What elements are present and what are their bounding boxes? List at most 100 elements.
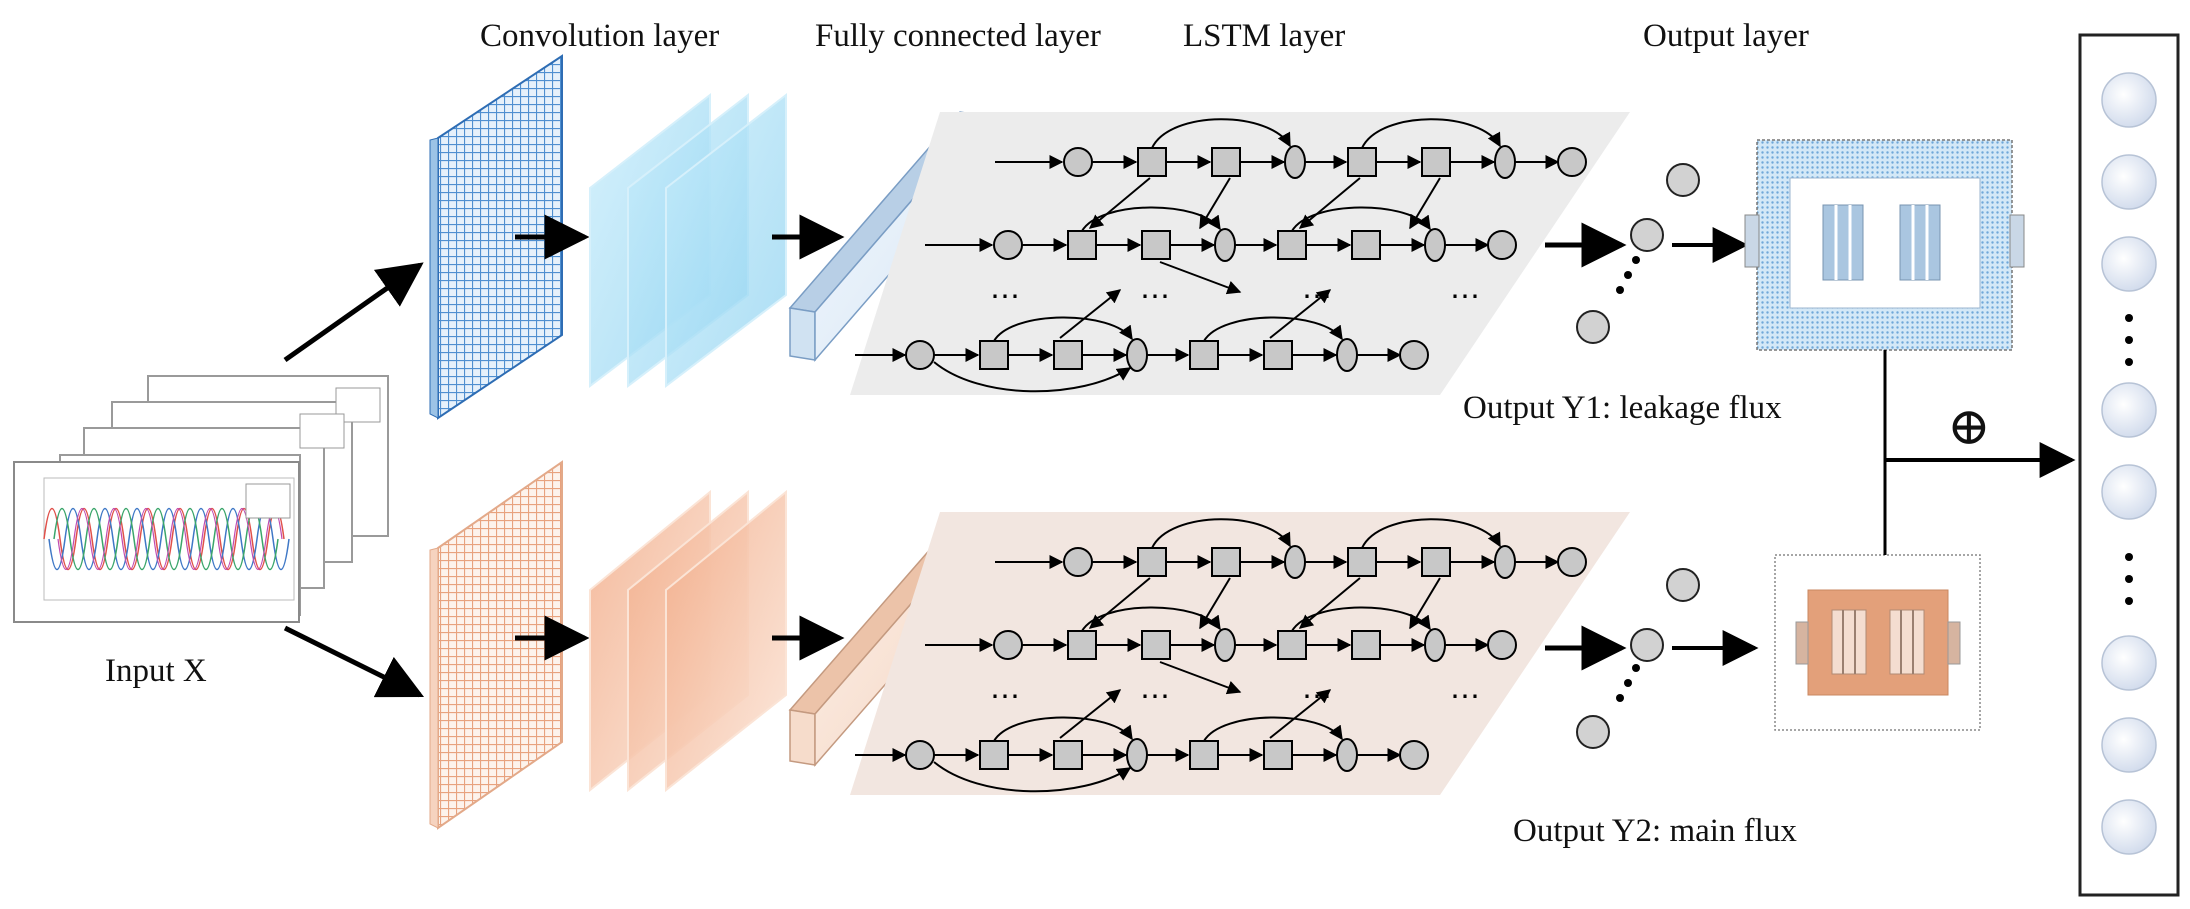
bottom-lstm-input-node-r2 [993,630,1023,660]
input-plot-front [13,461,300,623]
dot [1616,286,1624,294]
top-lstm-ellipsis-2: ⋯ [1140,280,1170,313]
input-to-top-arrow [283,262,424,363]
bottom-lstm-cell-r2-a [1067,630,1097,660]
top-lstm-cell-r1-a [1137,147,1167,177]
top-lstm-ellipsis-1: ⋯ [990,280,1020,313]
top-feature-maps [589,92,787,389]
top-lstm-gate-r3-a [1126,338,1148,372]
dot [1632,664,1640,672]
top-output-neuron-3 [1576,310,1610,344]
top-lstm-panel [850,112,1630,395]
fully-connected-layer-label: Fully connected layer [815,18,1101,54]
output-vector-node-2 [2101,154,2157,210]
top-output-neuron-2 [1630,218,1664,252]
top-lstm-output-node-r3 [1399,340,1429,370]
top-convolution-grid [429,54,563,420]
top-lstm-ellipsis-4: ⋯ [1450,280,1480,313]
bottom-output-neuron-2 [1630,628,1664,662]
top-lstm-gate-r2-a [1214,228,1236,262]
bottom-lstm-gate-r2-b [1424,628,1446,662]
bottom-lstm-gate-r3-a [1126,738,1148,772]
input-to-bottom-arrow [283,625,425,698]
output-vector-node-5 [2101,464,2157,520]
output-vector-node-7 [2101,717,2157,773]
top-lstm-cell-r3-d [1263,340,1293,370]
top-lstm-cell-r3-b [1053,340,1083,370]
top-lstm-gate-r3-b [1336,338,1358,372]
bottom-lstm-cell-r2-d [1351,630,1381,660]
bottom-lstm-output-node-r2 [1487,630,1517,660]
top-lstm-cell-r3-a [979,340,1009,370]
output-vector-node-3 [2101,236,2157,292]
top-lstm-cell-r2-b [1141,230,1171,260]
output-vector-node-1 [2101,72,2157,128]
top-lstm-gate-r1-b [1494,145,1516,179]
top-lstm-gate-r2-b [1424,228,1446,262]
bottom-lstm-input-node-r1 [1063,547,1093,577]
bottom-convolution-grid [429,460,563,830]
top-lstm-cell-r1-d [1421,147,1451,177]
bottom-lstm-ellipsis-4: ⋯ [1450,680,1480,713]
bottom-lstm-output-node-r1 [1557,547,1587,577]
waveform-red [43,507,285,571]
top-output-neuron-1 [1666,163,1700,197]
bottom-lstm-cell-r1-b [1211,547,1241,577]
dot [2125,597,2133,605]
bottom-lstm-panel [850,512,1630,795]
bottom-lstm-ellipsis-1: ⋯ [990,680,1020,713]
input-plot-2-legend [299,413,345,449]
top-lstm-input-node-r3 [905,340,935,370]
waveform-blue [48,507,290,571]
bottom-output-neuron-1 [1666,568,1700,602]
output-vector-node-8 [2101,799,2157,855]
top-lstm-cell-r2-a [1067,230,1097,260]
bottom-lstm-cell-r2-b [1141,630,1171,660]
bottom-lstm-gate-r1-b [1494,545,1516,579]
top-lstm-cell-r2-d [1351,230,1381,260]
plot-legend [245,483,291,519]
sum-symbol: ⊕ [1947,399,1991,456]
bottom-lstm-cell-r1-d [1421,547,1451,577]
top-lstm-cell-r1-b [1211,147,1241,177]
waveform-magenta [57,507,283,571]
bottom-feature-maps [589,489,787,793]
leakage-flux-image [1744,139,2025,351]
bottom-lstm-output-node-r3 [1399,740,1429,770]
convolution-layer-label: Convolution layer [480,18,720,54]
bottom-lstm-gate-r3-b [1336,738,1358,772]
lstm-layer-label: LSTM layer [1183,18,1346,54]
bottom-lstm-cell-r1-c [1347,547,1377,577]
output-vector-node-4 [2101,382,2157,438]
bottom-lstm-cell-r3-a [979,740,1009,770]
top-lstm-gate-r1-a [1284,145,1306,179]
bottom-lstm-cell-r1-a [1137,547,1167,577]
bottom-lstm-ellipsis-2: ⋯ [1140,680,1170,713]
bottom-lstm-cell-r3-d [1263,740,1293,770]
output-vector-node-6 [2101,635,2157,691]
bottom-lstm-gate-r2-a [1214,628,1236,662]
waveform-green [53,507,279,571]
top-lstm-output-node-r2 [1487,230,1517,260]
output-layer-label: Output layer [1643,18,1809,54]
dot [1624,271,1632,279]
dot [2125,314,2133,322]
dot [2125,575,2133,583]
dot [2125,358,2133,366]
input-plot-1-legend [335,387,381,423]
dot [1632,256,1640,264]
top-lstm-cell-r1-c [1347,147,1377,177]
main-flux-image [1774,554,1981,731]
dot [1616,694,1624,702]
input-x-label: Input X [105,653,207,689]
output-vector-column [2078,33,2180,897]
output-y1-label: Output Y1: leakage flux [1463,390,1782,426]
bottom-lstm-cell-r3-c [1189,740,1219,770]
top-lstm-output-node-r1 [1557,147,1587,177]
top-lstm-ellipsis-3: ⋯ [1302,280,1332,313]
top-lstm-cell-r3-c [1189,340,1219,370]
dot [1624,679,1632,687]
top-lstm-input-node-r1 [1063,147,1093,177]
bottom-lstm-ellipsis-3: ⋯ [1302,680,1332,713]
dot [2125,553,2133,561]
